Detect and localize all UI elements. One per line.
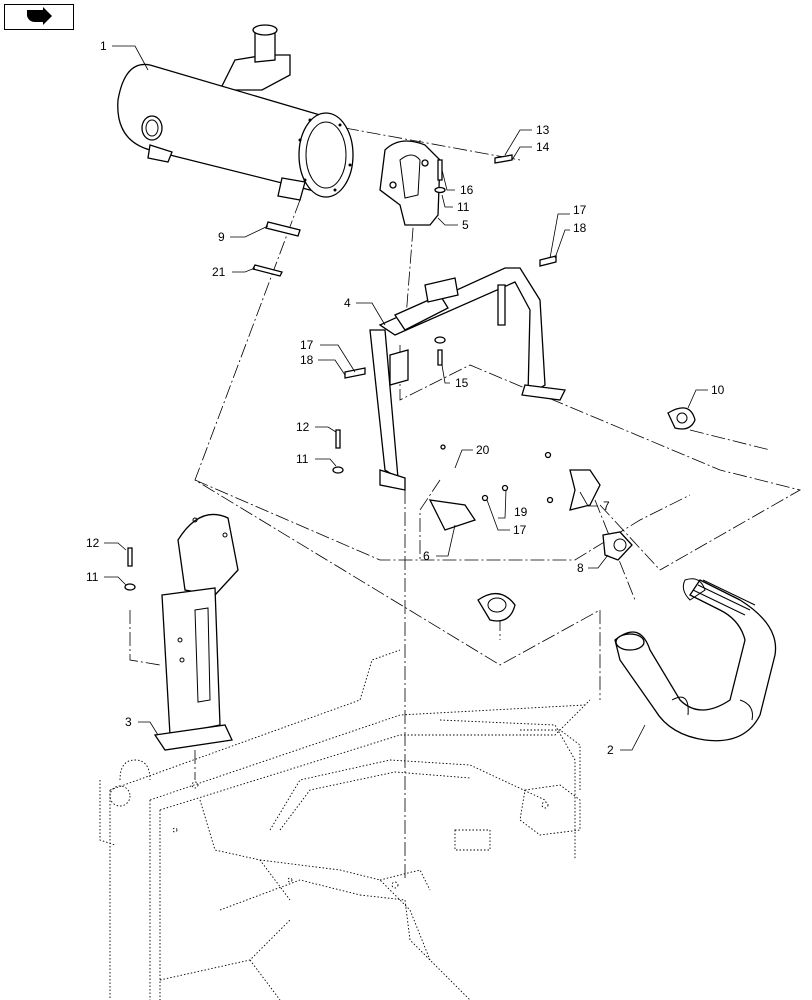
chassis-frame xyxy=(99,649,591,1000)
callout-3: 3 xyxy=(125,715,132,729)
callout-16: 16 xyxy=(460,183,474,197)
callout-9: 9 xyxy=(218,230,225,244)
small-parts xyxy=(124,154,696,622)
leader-lines xyxy=(104,45,708,751)
callout-19: 19 xyxy=(514,505,528,519)
callout-11-plate: 11 xyxy=(457,200,470,214)
callout-18-top: 18 xyxy=(573,221,587,235)
next-page-button[interactable] xyxy=(4,4,74,30)
bracket-plate xyxy=(379,140,441,226)
callout-20: 20 xyxy=(476,443,490,457)
assembly-lines xyxy=(129,127,802,880)
arrow-right-icon xyxy=(27,7,52,25)
callout-21: 21 xyxy=(212,265,226,279)
callout-18-left: 18 xyxy=(300,353,314,367)
callout-1: 1 xyxy=(100,39,107,53)
muffler xyxy=(117,24,354,201)
callout-8: 8 xyxy=(577,561,584,575)
callout-13: 13 xyxy=(536,123,550,137)
support-frame xyxy=(369,267,566,491)
callout-2: 2 xyxy=(607,743,614,757)
callout-14: 14 xyxy=(536,140,550,154)
callout-6: 6 xyxy=(423,549,430,563)
callout-17-bottom: 17 xyxy=(513,523,527,537)
callout-12-frame: 12 xyxy=(296,420,310,434)
callout-labels: 1 2 3 4 5 6 7 8 9 10 11 11 11 12 12 13 1… xyxy=(86,39,725,757)
callout-11-frame: 11 xyxy=(296,452,309,466)
callout-5: 5 xyxy=(462,218,469,232)
callout-12-stand: 12 xyxy=(86,536,100,550)
callout-15: 15 xyxy=(455,376,469,390)
callout-17-left: 17 xyxy=(300,338,314,352)
callout-4: 4 xyxy=(344,296,351,310)
callout-17-top: 17 xyxy=(573,203,587,217)
muffler-stand xyxy=(153,513,239,751)
callout-10: 10 xyxy=(711,383,725,397)
callout-11-stand: 11 xyxy=(86,570,99,584)
callout-7: 7 xyxy=(603,499,610,513)
exhaust-pipe xyxy=(614,578,777,742)
